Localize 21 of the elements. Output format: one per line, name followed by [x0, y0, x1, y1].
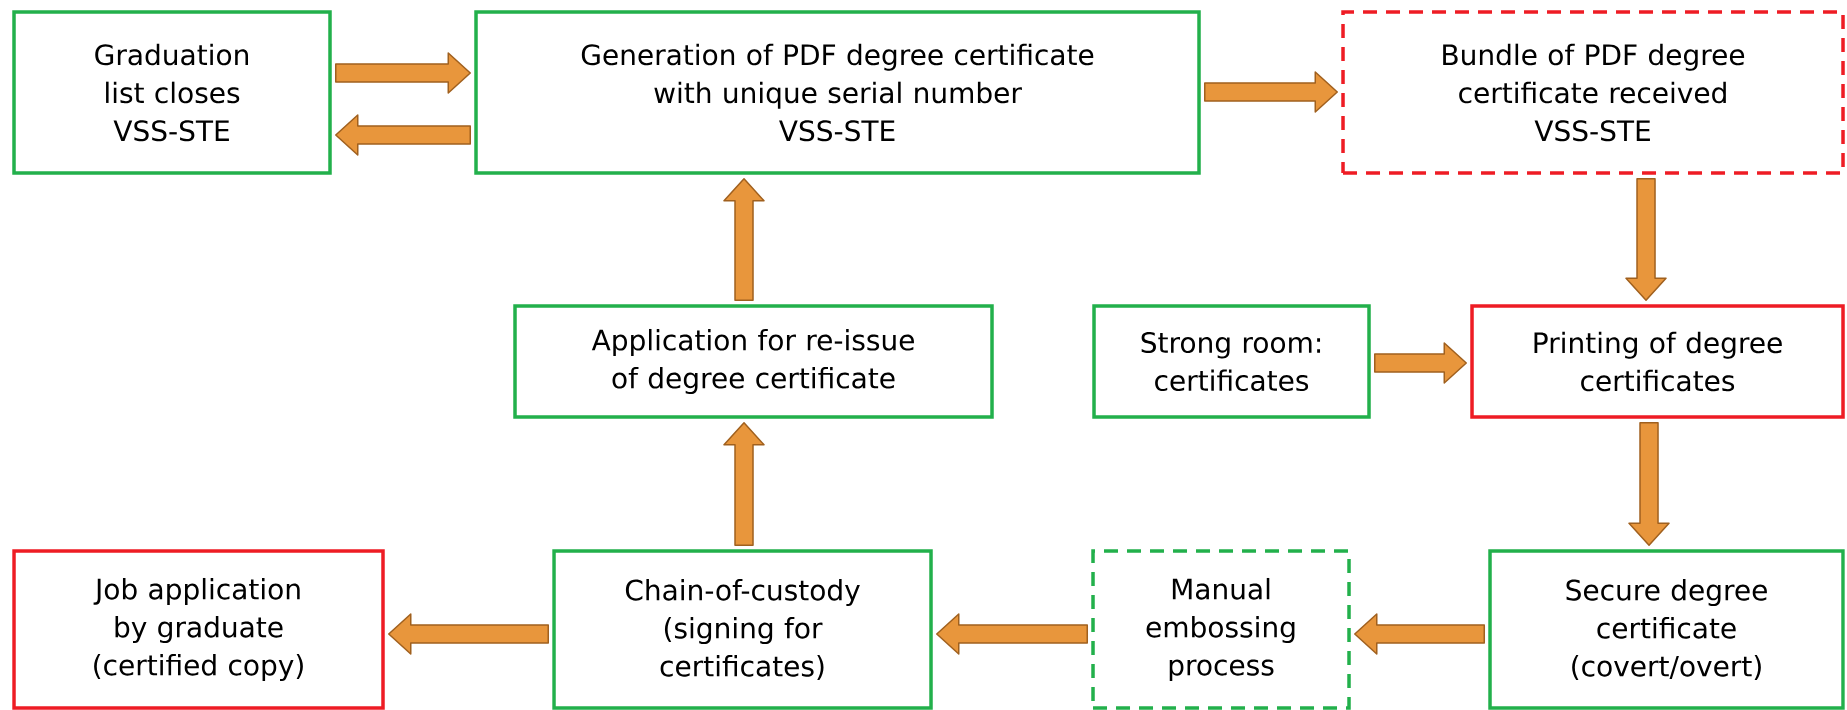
block-arrow [1374, 342, 1467, 384]
block-arrow [936, 613, 1088, 655]
process-box: Strong room: certificates [1092, 304, 1371, 419]
process-box: Job application by graduate (certified copy) [12, 549, 385, 710]
process-box: Chain-of-custody (signing for certificates) [552, 549, 933, 710]
block-arrow [1354, 613, 1485, 655]
process-box: Application for re-issue of degree certificate [513, 304, 994, 419]
block-arrow [335, 114, 471, 156]
process-box: Secure degree certificate (covert/overt) [1488, 549, 1845, 710]
block-arrow [723, 422, 765, 546]
block-arrow [335, 52, 471, 94]
block-arrow [1628, 422, 1670, 546]
process-box: Generation of PDF degree certificate with unique serial number VSS-STE [474, 10, 1201, 175]
process-box: Printing of degree certificates [1470, 304, 1845, 419]
block-arrow [723, 178, 765, 301]
block-arrow [1625, 178, 1667, 301]
process-box: Bundle of PDF degree certificate received VSS-STE [1341, 10, 1845, 175]
process-box: Graduation list closes VSS-STE [12, 10, 332, 175]
block-arrow [388, 613, 549, 655]
block-arrow [1204, 71, 1338, 113]
process-box: Manual embossing process [1091, 549, 1351, 710]
